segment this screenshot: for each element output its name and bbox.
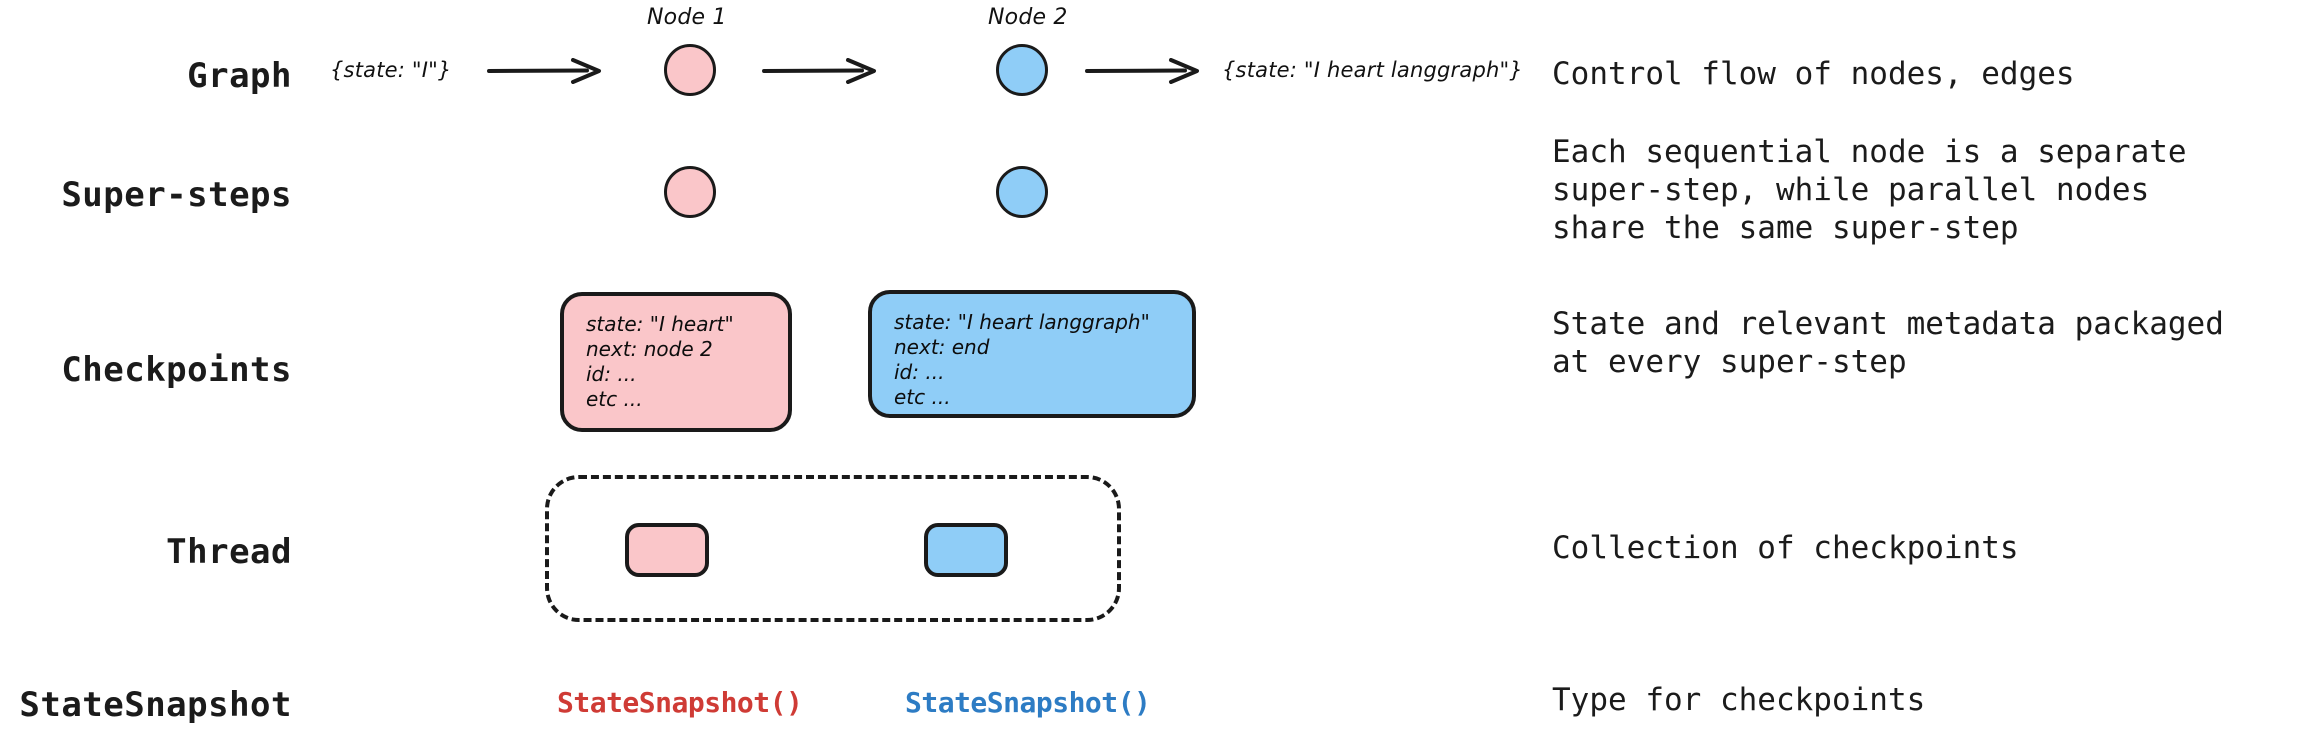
checkpoint-pink-line-state: state: "I heart": [586, 312, 734, 336]
thread-container[interactable]: [545, 475, 1121, 622]
checkpoint-pink-line-next: next: node 2: [586, 337, 713, 361]
description-super-steps: Each sequential node is a separate super…: [1552, 134, 2187, 246]
checkpoint-box-pink[interactable]: state: "I heart" next: node 2 id: ... et…: [560, 292, 792, 432]
graph-node-2[interactable]: [996, 44, 1048, 96]
row-label-checkpoints: Checkpoints: [61, 350, 292, 390]
row-label-thread: Thread: [166, 532, 292, 572]
description-statesnapshot: Type for checkpoints: [1552, 682, 1926, 718]
graph-node-1[interactable]: [664, 44, 716, 96]
arrow-3-icon: [1085, 58, 1199, 84]
arrow-1-icon: [487, 58, 601, 84]
row-label-statesnapshot: StateSnapshot: [19, 685, 292, 725]
node-2-caption: Node 2: [988, 5, 1068, 30]
checkpoint-blue-line-id: id: ...: [894, 360, 945, 384]
description-graph: Control flow of nodes, edges: [1552, 56, 2075, 92]
output-state-label: {state: "I heart langgraph"}: [1222, 58, 1523, 82]
thread-checkpoint-pink[interactable]: [625, 523, 709, 577]
checkpoint-box-blue[interactable]: state: "I heart langgraph" next: end id:…: [868, 290, 1196, 418]
checkpoint-blue-line-state: state: "I heart langgraph": [894, 310, 1150, 334]
description-thread: Collection of checkpoints: [1552, 530, 2019, 566]
description-checkpoints: State and relevant metadata packaged at …: [1552, 306, 2224, 380]
statesnapshot-code-blue: StateSnapshot(): [905, 686, 1151, 719]
node-1-caption: Node 1: [647, 5, 727, 30]
arrow-2-icon: [762, 58, 876, 84]
row-label-graph: Graph: [187, 56, 292, 96]
checkpoint-pink-line-etc: etc ...: [586, 387, 643, 411]
checkpoint-blue-line-etc: etc ...: [894, 385, 951, 409]
superstep-node-1[interactable]: [664, 166, 716, 218]
row-label-super-steps: Super-steps: [61, 175, 292, 215]
statesnapshot-code-pink: StateSnapshot(): [557, 686, 803, 719]
thread-checkpoint-blue[interactable]: [924, 523, 1008, 577]
input-state-label: {state: "I"}: [330, 58, 452, 82]
superstep-node-2[interactable]: [996, 166, 1048, 218]
checkpoint-blue-line-next: next: end: [894, 335, 990, 359]
checkpoint-pink-line-id: id: ...: [586, 362, 637, 386]
